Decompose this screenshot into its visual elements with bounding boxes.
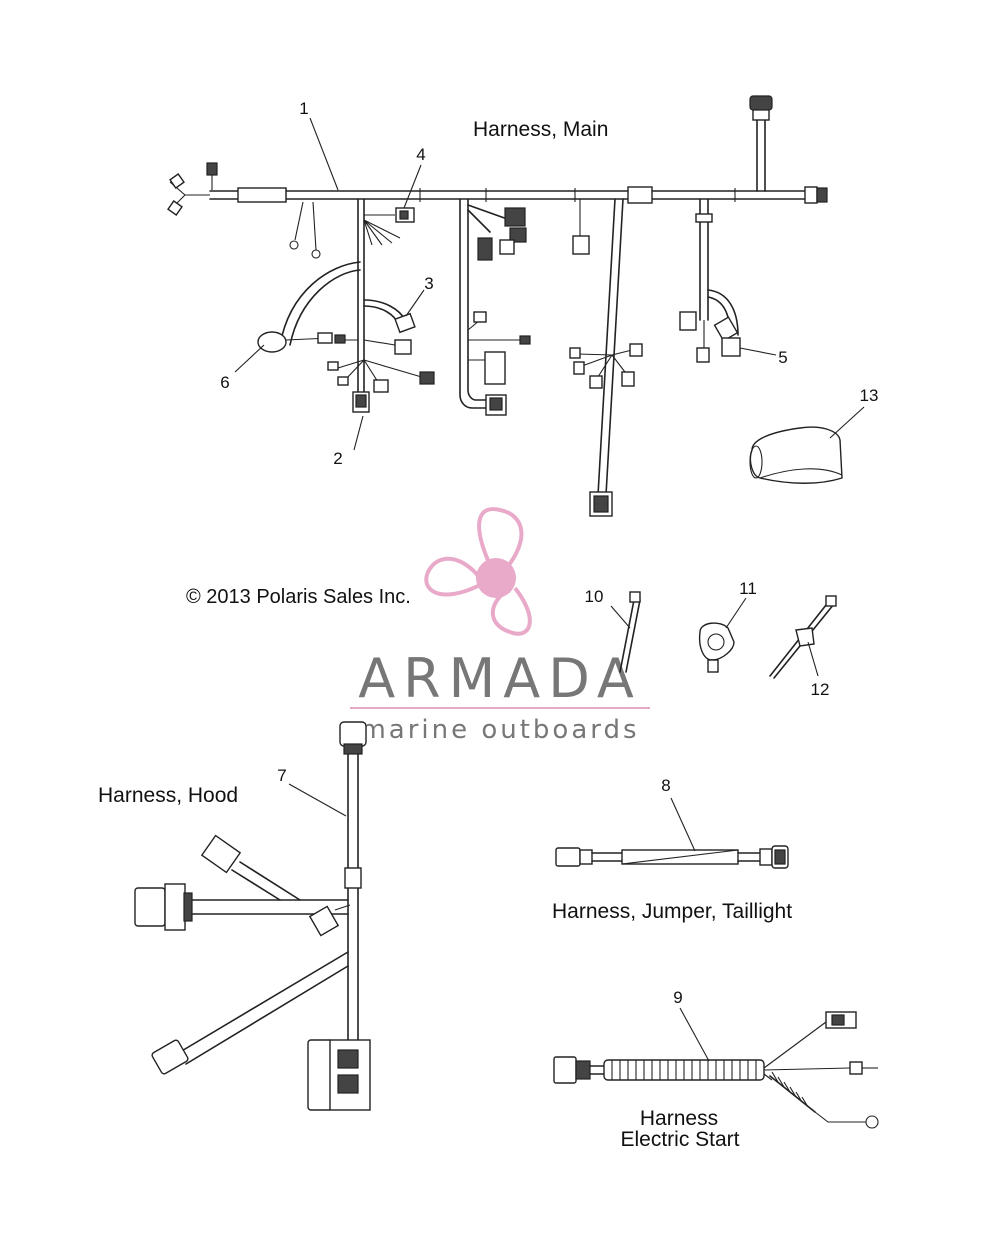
callout-10: 10 — [585, 587, 604, 606]
callout-11: 11 — [739, 579, 757, 598]
title-electric-start-2: Electric Start — [620, 1128, 739, 1151]
callout-7: 7 — [277, 766, 286, 785]
push-mount-tie — [769, 595, 837, 679]
callout-3: 3 — [424, 274, 433, 293]
title-hood-harness: Harness, Hood — [98, 784, 238, 807]
callout-13: 13 — [860, 386, 879, 405]
title-electric-start-1: Harness — [640, 1107, 718, 1130]
watermark-logo: ARMADA marine outboards — [350, 507, 650, 745]
propeller-icon — [424, 507, 532, 636]
harness-clip — [698, 622, 735, 673]
callout-12: 12 — [811, 680, 830, 699]
title-taillight-harness: Harness, Jumper, Taillight — [552, 900, 792, 923]
main-harness — [167, 95, 828, 517]
callout-4: 4 — [416, 145, 425, 164]
watermark-brand: ARMADA — [358, 647, 642, 710]
callout-6: 6 — [220, 373, 229, 392]
hood-harness — [134, 721, 371, 1111]
copyright-notice: © 2013 Polaris Sales Inc. — [186, 586, 411, 608]
callout-9: 9 — [673, 988, 682, 1007]
callout-1: 1 — [299, 99, 308, 118]
electric-start-harness — [553, 1011, 879, 1129]
leader-lines — [234, 117, 865, 1062]
callout-8: 8 — [661, 776, 670, 795]
title-main-harness: Harness, Main — [473, 118, 608, 141]
taillight-jumper — [555, 845, 789, 869]
protective-sleeve — [749, 426, 843, 484]
callout-5: 5 — [778, 348, 787, 367]
callout-2: 2 — [333, 449, 342, 468]
cable-tie — [619, 591, 641, 673]
watermark-tagline: marine outboards — [360, 715, 639, 745]
